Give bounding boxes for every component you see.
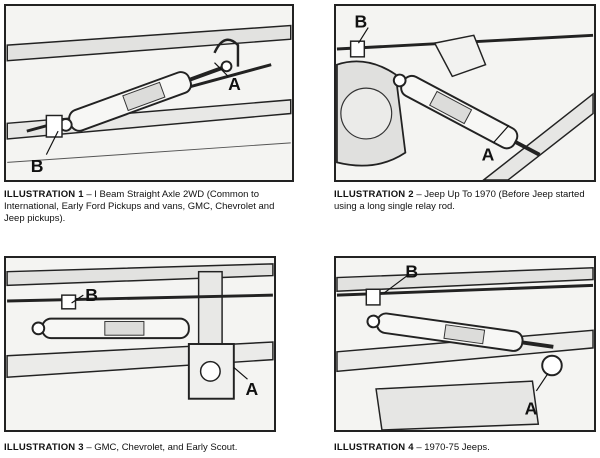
illustration-2-panel: B A <box>334 4 596 182</box>
illustration-3-label: ILLUSTRATION 3 <box>4 442 84 453</box>
illustration-2-drawing: B A <box>336 12 594 180</box>
illustration-3-drawing: B A <box>6 263 274 400</box>
illustration-4-caption: ILLUSTRATION 4 – 1970-75 Jeeps. <box>334 442 598 454</box>
illustration-2-caption: ILLUSTRATION 2 – Jeep Up To 1970 (Before… <box>334 189 598 213</box>
illustration-2-callout-b: B <box>355 12 368 32</box>
illustration-2-callout-a: A <box>482 144 495 164</box>
illustration-4-drawing: B A <box>336 262 594 430</box>
illustration-1-panel: A B <box>4 4 294 182</box>
illustration-1-callout-b: B <box>31 156 44 176</box>
illustration-1-drawing: A B <box>6 24 292 176</box>
illustration-3-callout-a: A <box>246 379 259 399</box>
illustration-4-callout-a: A <box>525 398 538 418</box>
illustration-2-label: ILLUSTRATION 2 <box>334 189 414 200</box>
illustration-3-caption: ILLUSTRATION 3 – GMC, Chevrolet, and Ear… <box>4 442 284 454</box>
illustration-1-text: – I Beam Straight Axle 2WD (Common to In… <box>4 189 275 224</box>
illustration-4-callout-b: B <box>405 262 418 282</box>
illustration-1-caption: ILLUSTRATION 1 – I Beam Straight Axle 2W… <box>4 189 296 225</box>
illustration-1-label: ILLUSTRATION 1 <box>4 189 84 200</box>
illustration-4-label: ILLUSTRATION 4 <box>334 442 414 453</box>
illustration-3-text: – GMC, Chevrolet, and Early Scout. <box>86 442 238 453</box>
illustration-1-callout-a: A <box>228 74 241 94</box>
illustration-2-text: – Jeep Up To 1970 (Before Jeep started u… <box>334 189 585 212</box>
illustration-4-panel: B A <box>334 256 596 432</box>
illustration-4-text: – 1970-75 Jeeps. <box>416 442 490 453</box>
illustration-3-callout-b: B <box>85 285 98 305</box>
illustration-3-panel: B A <box>4 256 276 432</box>
